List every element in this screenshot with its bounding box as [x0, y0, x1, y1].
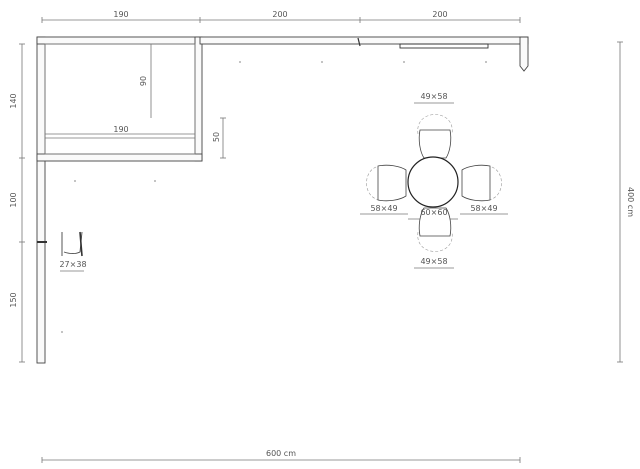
- marker-dot: [239, 61, 241, 63]
- small-cabinet-outline: [61, 231, 83, 256]
- walls: [36, 36, 529, 364]
- chair-left: [366, 164, 407, 202]
- marker-dot: [403, 61, 405, 63]
- dining-set: [366, 114, 502, 252]
- room-interior-outline: [44, 43, 196, 155]
- marker-dot: [321, 61, 323, 63]
- dim-label-top-right: 200: [432, 10, 447, 19]
- dim-label-left-top: 140: [9, 93, 18, 108]
- dim-label-left-bottom: 150: [9, 292, 18, 307]
- wall-top-long: [199, 36, 529, 45]
- chair-right-seat: [461, 164, 491, 202]
- dim-label-top-mid: 200: [272, 10, 287, 19]
- dim-label-chair-left: 58×49: [370, 204, 397, 213]
- marker-dot: [154, 180, 156, 182]
- dim-label-table: 60×60: [420, 208, 447, 217]
- dim-label-small-item: 27×38: [59, 260, 86, 269]
- dim-label-left-mid: 100: [9, 192, 18, 207]
- wall-left: [36, 36, 46, 364]
- wall-notch: [357, 37, 361, 47]
- chair-bottom-seat: [418, 207, 452, 237]
- dim-label-step: 50: [212, 132, 221, 142]
- dim-label-chair-top: 49×58: [420, 92, 447, 101]
- chair-left-seat: [377, 164, 407, 202]
- dim-label-chair-right: 58×49: [470, 204, 497, 213]
- chair-top-seat: [418, 129, 452, 159]
- chair-bottom: [417, 207, 453, 252]
- marker-dot: [61, 331, 63, 333]
- dim-label-inner-width: 190: [113, 125, 128, 134]
- window-strip: [399, 43, 489, 49]
- dim-label-chair-bottom: 49×58: [420, 257, 447, 266]
- wall-right-stub: [519, 36, 529, 72]
- chair-right: [461, 164, 502, 202]
- dimension-lines: [19, 17, 623, 463]
- small-cabinet-edge: [79, 231, 83, 257]
- chair-top-back: [417, 114, 453, 135]
- dining-table: [407, 156, 459, 208]
- wall-room-right: [194, 36, 203, 162]
- dim-label-inner-height: 90: [139, 76, 148, 86]
- wall-room-bottom: [36, 153, 203, 162]
- dim-label-top-left: 190: [113, 10, 128, 19]
- chair-top: [417, 114, 453, 159]
- dim-label-total-width: 600 cm: [266, 449, 296, 458]
- small-cabinet: [61, 231, 83, 257]
- marker-dot: [74, 180, 76, 182]
- marker-dot: [485, 61, 487, 63]
- chair-bottom-back: [417, 231, 453, 252]
- wall-top-left: [36, 36, 203, 45]
- dim-label-total-height: 400 cm: [626, 187, 635, 217]
